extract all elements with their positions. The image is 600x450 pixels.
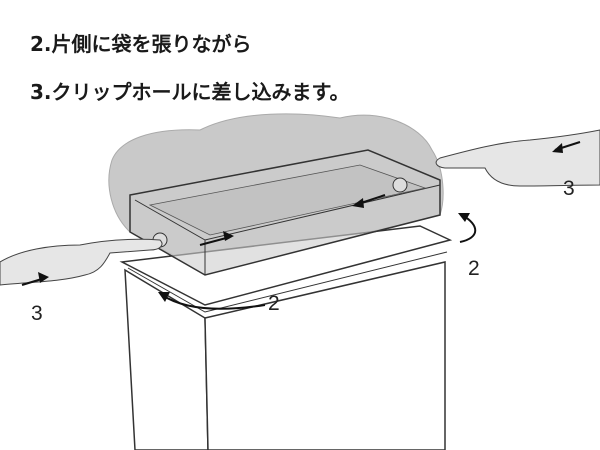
instruction-step-2: 2.片側に袋を張りながら: [30, 32, 252, 56]
clip-hole-right: [392, 177, 408, 193]
label-right-hand-step: 3: [563, 177, 575, 200]
arrow-rotate-front: [161, 294, 266, 310]
instruction-step-3: 3.クリップホールに差し込みます。: [30, 80, 350, 104]
arrow-rotate-right: [459, 214, 477, 243]
bin-front-face: [204, 261, 446, 450]
label-front-rotation-step: 2: [268, 292, 280, 315]
label-left-hand-step: 3: [31, 302, 43, 325]
label-right-rotation-step: 2: [468, 257, 480, 280]
right-hand: [435, 129, 600, 187]
